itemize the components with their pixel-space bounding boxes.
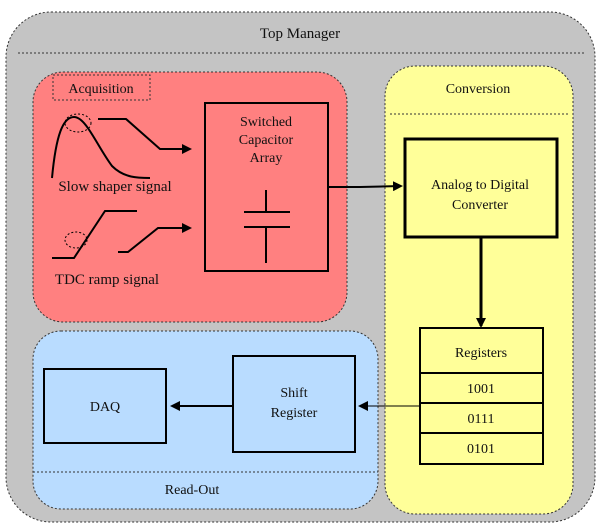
register-value-1: 1001 — [467, 382, 495, 397]
readout-box — [32, 330, 379, 510]
slow-shaper-peak-marker — [64, 113, 92, 133]
acquisition-title: Acquisition — [68, 82, 133, 97]
shift-register-line2: Register — [271, 406, 318, 421]
slow-shaper-curve — [51, 115, 151, 179]
adc-label-line1: Analog to Digital — [431, 178, 529, 193]
register-value-2: 0111 — [468, 412, 495, 427]
capacitor-icon — [244, 190, 290, 263]
slow-shaper-label: Slow shaper signal — [58, 179, 171, 195]
daq-block — [43, 368, 167, 444]
tdc-ramp-arrow-line — [118, 223, 192, 253]
acquisition-title-box — [52, 74, 151, 101]
top-manager-title: Top Manager — [260, 26, 340, 42]
sca-block — [204, 102, 329, 272]
acquisition-box — [32, 71, 348, 323]
tdc-ramp-label: TDC ramp signal — [55, 272, 159, 288]
tdc-ramp-marker — [64, 231, 88, 249]
sca-label-line2: Capacitor — [239, 133, 294, 148]
conversion-title: Conversion — [446, 82, 511, 97]
daq-label: DAQ — [90, 400, 120, 415]
registers-block — [419, 327, 544, 465]
adc-label-line2: Converter — [452, 198, 508, 213]
slow-shaper-line — [98, 118, 192, 154]
sca-to-adc-arrow — [329, 181, 403, 192]
shift-register-line1: Shift — [280, 386, 307, 401]
sca-label-line1: Switched — [240, 115, 292, 130]
registers-title: Registers — [455, 346, 507, 361]
shift-register-block — [232, 355, 356, 453]
tdc-ramp-line — [52, 210, 137, 259]
sca-label-line3: Array — [250, 151, 283, 166]
register-value-3: 0101 — [467, 442, 495, 457]
readout-title: Read-Out — [165, 483, 220, 498]
